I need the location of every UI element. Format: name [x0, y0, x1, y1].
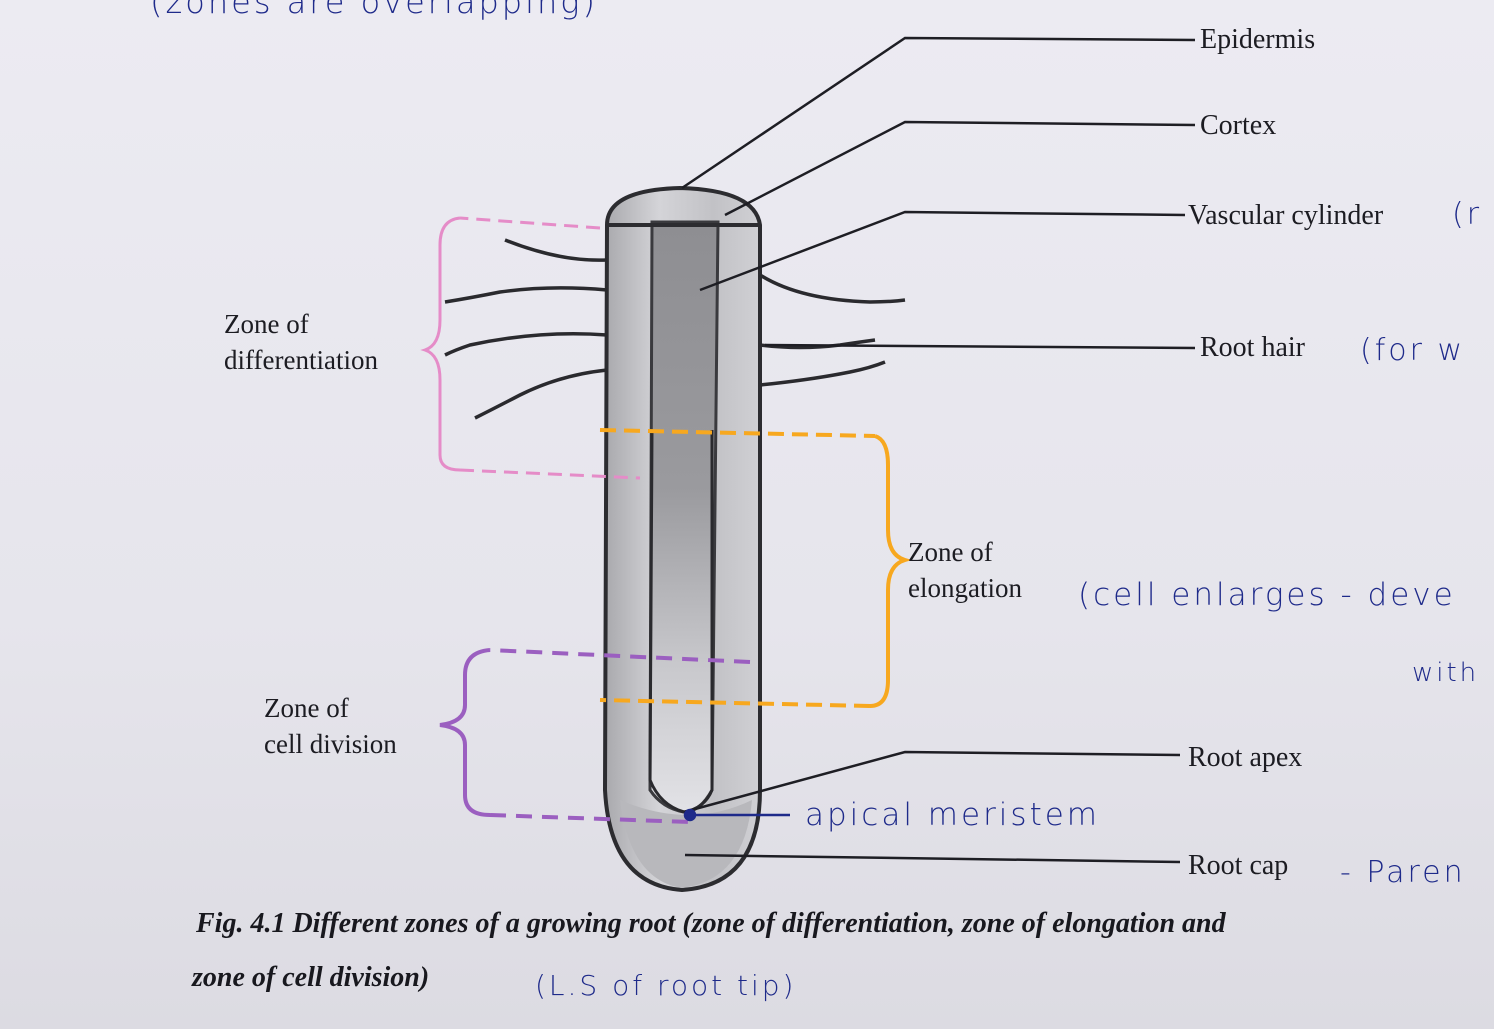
label-vascular-cylinder: Vascular cylinder [1188, 200, 1384, 231]
figure-caption-line1: Fig. 4.1 Different zones of a growing ro… [196, 908, 1226, 939]
zone-differentiation-line1: Zone of [224, 309, 309, 339]
root-hairs-left [444, 238, 608, 420]
apical-meristem-label: apical meristem [805, 797, 1100, 833]
label-root-apex: Root apex [1188, 742, 1303, 773]
elongation-note-continued: with [1412, 658, 1480, 688]
label-root-hair: Root hair [1200, 332, 1305, 363]
caption-note: (L.S of root tip) [535, 969, 797, 1002]
label-epidermis: Epidermis [1200, 24, 1316, 55]
zone-elongation-label: Zone of elongation [908, 534, 1022, 607]
zone-division-label: Zone of cell division [264, 690, 397, 763]
elongation-note: (cell enlarges - deve [1078, 577, 1456, 613]
root-hairs-right [759, 273, 906, 387]
division-bracket [439, 648, 751, 824]
zone-differentiation-label: Zone of differentiation [224, 306, 378, 379]
apical-meristem-pointer [683, 808, 790, 822]
cortex-inner-line [648, 429, 685, 814]
label-root-cap: Root cap [1188, 850, 1289, 881]
vascular-note: (r [1452, 197, 1483, 232]
label-cortex: Cortex [1200, 110, 1277, 141]
zone-division-line2: cell division [264, 729, 397, 760]
zone-elongation-line1: Zone of [908, 537, 993, 567]
elongation-bracket [599, 428, 913, 708]
vascular-cylinder-shape [648, 220, 720, 814]
overlap-note: (zones are overlapping) [150, 0, 598, 21]
root-hair-note: (for w [1360, 333, 1466, 368]
differentiation-bracket [420, 216, 641, 480]
zone-division-line1: Zone of [264, 693, 349, 723]
leader-lines [681, 36, 1196, 864]
figure-caption-line2: zone of cell division) [192, 962, 430, 993]
zone-elongation-line2: elongation [908, 573, 1022, 604]
zone-differentiation-line2: differentiation [224, 345, 378, 376]
root-cap-note: - Paren [1340, 855, 1466, 890]
